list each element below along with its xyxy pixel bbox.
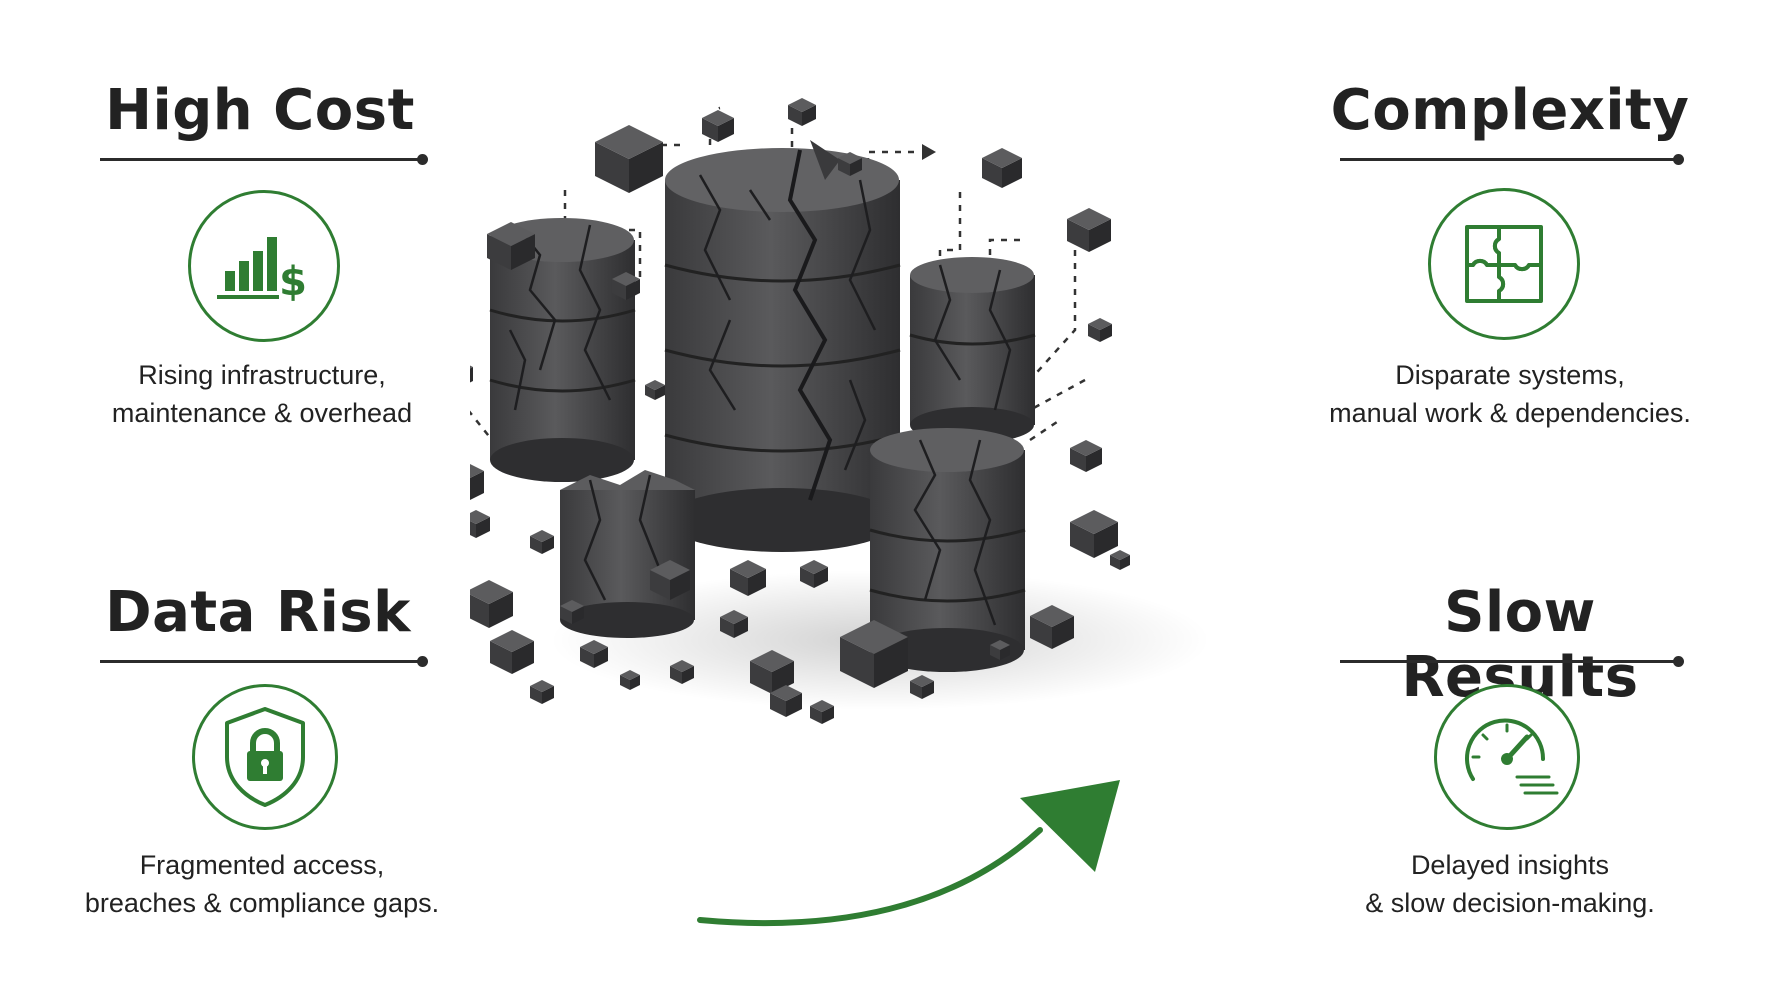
cube-fragment <box>1110 550 1130 570</box>
slow-results-divider <box>1340 656 1684 667</box>
cube-fragment <box>470 580 513 628</box>
cube-fragment <box>612 272 640 300</box>
growth-arrow <box>697 780 1120 927</box>
crumbling-database-illustration <box>470 98 1210 724</box>
cube-fragment <box>1070 510 1118 558</box>
cube-fragment <box>470 365 473 383</box>
complexity-title: Complexity <box>1330 78 1690 143</box>
cube-fragment <box>530 530 554 554</box>
high-cost-divider <box>100 154 428 165</box>
cube-fragment <box>560 600 584 624</box>
cube-fragment <box>770 685 802 717</box>
cube-fragment <box>982 148 1022 188</box>
cube-fragment <box>470 510 490 538</box>
complexity-divider <box>1340 154 1684 165</box>
complexity-description-line2: manual work & dependencies. <box>1329 398 1691 428</box>
svg-text:$: $ <box>279 259 307 305</box>
cylinder-center <box>664 140 901 552</box>
slow-results-description-line1: Delayed insights <box>1410 850 1610 880</box>
cube-fragment <box>990 640 1010 660</box>
cube-fragment <box>810 700 834 724</box>
dashed-connectors <box>470 106 1086 451</box>
speedometer-icon <box>1434 684 1580 830</box>
scattered-cubes <box>470 98 1130 724</box>
cube-fragment <box>702 110 734 142</box>
cube-fragment <box>530 680 554 704</box>
cube-fragment <box>1030 605 1074 649</box>
cube-fragment <box>490 630 534 674</box>
cube-fragment <box>750 650 794 694</box>
cube-fragment <box>670 660 694 684</box>
shield-lock-icon <box>192 684 338 830</box>
cube-fragment <box>1067 208 1111 252</box>
cube-fragment <box>838 152 862 176</box>
slow-results-description-line2: & slow decision-making. <box>1365 888 1655 918</box>
high-cost-title: High Cost <box>105 78 415 143</box>
cube-fragment <box>580 640 608 668</box>
data-risk-divider <box>100 656 428 667</box>
cube-fragment <box>620 670 640 690</box>
cube-fragment <box>730 560 766 596</box>
puzzle-icon <box>1428 188 1580 340</box>
data-risk-description-line1: Fragmented access, <box>139 850 385 880</box>
data-risk-title: Data Risk <box>105 580 411 645</box>
cylinder-right-front <box>869 428 1026 672</box>
cylinder-left <box>489 218 636 482</box>
cube-fragment <box>788 98 816 126</box>
cube-fragment <box>487 222 535 270</box>
connector-arrowhead <box>922 144 936 160</box>
cylinder-right-back <box>909 257 1036 443</box>
cube-fragment <box>800 560 828 588</box>
cube-fragment <box>840 620 908 688</box>
data-risk-description-line2: breaches & compliance gaps. <box>84 888 440 918</box>
bar-chart-dollar-icon: $ <box>188 190 340 342</box>
cube-fragment <box>650 560 690 600</box>
cube-fragment <box>1070 440 1102 472</box>
high-cost-description-line2: maintenance & overhead <box>111 398 413 428</box>
high-cost-description-line1: Rising infrastructure, <box>138 360 386 390</box>
cube-fragment <box>645 380 665 400</box>
complexity-description-line1: Disparate systems, <box>1395 360 1625 390</box>
cube-fragment <box>470 464 484 500</box>
cube-fragment <box>1088 318 1112 342</box>
cube-fragment <box>910 675 934 699</box>
cube-fragment <box>720 610 748 638</box>
cube-fragment <box>595 125 663 193</box>
